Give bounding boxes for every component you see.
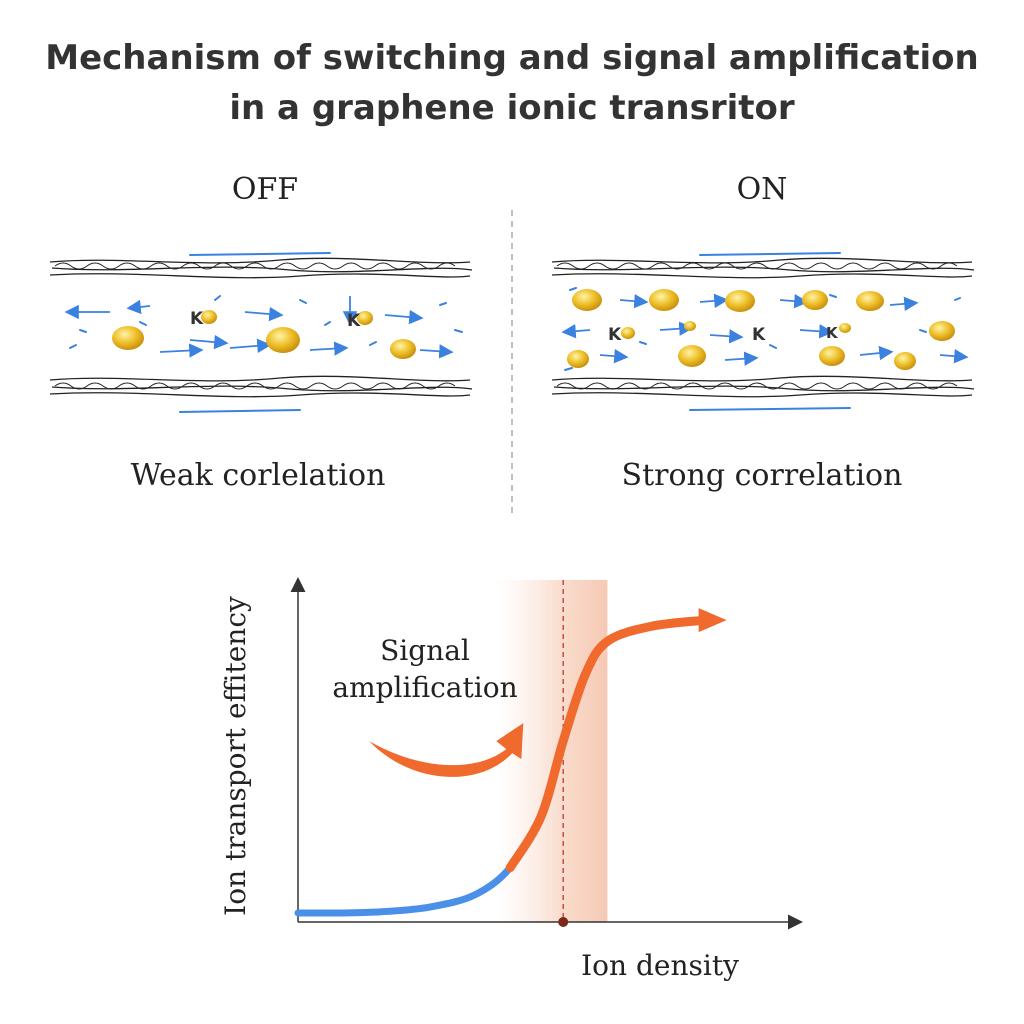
ion xyxy=(819,346,845,366)
off-heading: OFF xyxy=(231,172,299,207)
on-flow-dashes xyxy=(564,252,961,411)
annotation-line-2: amplification xyxy=(332,671,517,704)
ion xyxy=(684,321,696,331)
curve-arrowhead xyxy=(698,608,727,633)
ion-label-k: K xyxy=(190,309,204,329)
title-line-1: Mechanism of switching and signal amplif… xyxy=(45,38,979,78)
ion xyxy=(894,352,916,370)
ion xyxy=(572,289,602,311)
off-caption: Weak corlelation xyxy=(130,458,386,493)
on-caption: Strong correlation xyxy=(621,458,903,493)
on-ions xyxy=(567,289,955,370)
ion xyxy=(839,323,851,333)
annotation-arrow xyxy=(369,723,524,777)
series-curve-high xyxy=(505,615,710,873)
off-channel: K K xyxy=(49,252,473,413)
ion xyxy=(112,326,144,350)
ion xyxy=(725,290,755,312)
off-graphene-top xyxy=(49,257,473,279)
on-heading: ON xyxy=(736,172,788,207)
ion xyxy=(567,350,589,368)
off-graphene-bottom xyxy=(49,375,473,398)
on-graphene-top xyxy=(551,257,975,279)
ion-label-k: K xyxy=(752,325,766,345)
ion xyxy=(266,327,300,353)
title-line-2: in a graphene ionic transritor xyxy=(229,88,795,128)
y-axis-label: Ion transport effitency xyxy=(219,596,252,916)
ion-label-k: K xyxy=(347,311,361,331)
on-graphene-bottom xyxy=(551,375,975,398)
ion xyxy=(929,321,955,341)
ion xyxy=(201,310,217,324)
ion xyxy=(802,290,828,310)
off-ions xyxy=(112,310,416,359)
chart: Signal amplification Ion density Ion tra… xyxy=(219,577,803,982)
threshold-point xyxy=(558,917,569,927)
ion-label-k: K xyxy=(826,324,839,342)
ion xyxy=(390,339,416,359)
off-flow-arrows xyxy=(64,296,454,359)
ion xyxy=(678,345,706,367)
on-channel: K K K xyxy=(551,252,975,411)
ion xyxy=(856,291,884,311)
off-flow-dashes xyxy=(69,252,463,413)
x-axis-label: Ion density xyxy=(581,949,739,982)
ion-label-k: K xyxy=(608,325,622,345)
ion xyxy=(357,311,373,325)
ion xyxy=(621,327,635,339)
ion xyxy=(649,289,679,311)
annotation-line-1: Signal xyxy=(380,634,470,667)
